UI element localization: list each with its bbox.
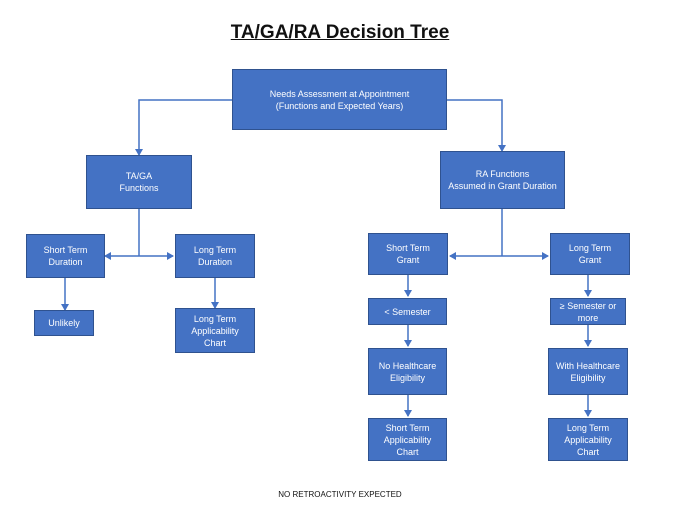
node-ra-short-chart: Short Term Applicability Chart: [368, 418, 447, 461]
edge-root-taga: [135, 99, 232, 156]
node-ra-more-semester: ≥ Semester or more: [550, 298, 626, 325]
node-taga-long-chart: Long Term Applicability Chart: [175, 308, 255, 353]
node-ra-long-grant: Long Term Grant: [550, 233, 630, 275]
node-ra-no-healthcare: No Healthcare Eligibility: [368, 348, 447, 395]
page-title: TA/GA/RA Decision Tree: [230, 22, 450, 43]
node-taga-unlikely: Unlikely: [34, 310, 94, 336]
node-ra-with-healthcare: With Healthcare Eligibility: [548, 348, 628, 395]
node-ra-long-chart: Long Term Applicability Chart: [548, 418, 628, 461]
footer-note: NO RETROACTIVITY EXPECTED: [278, 490, 402, 499]
node-ra-short-grant: Short Term Grant: [368, 233, 448, 275]
node-taga-functions: TA/GA Functions: [86, 155, 192, 209]
node-ra-less-semester: < Semester: [368, 298, 447, 325]
node-ra-functions: RA Functions Assumed in Grant Duration: [440, 151, 565, 209]
node-taga-long-term: Long Term Duration: [175, 234, 255, 278]
node-taga-short-term: Short Term Duration: [26, 234, 105, 278]
node-needs-assessment: Needs Assessment at Appointment (Functio…: [232, 69, 447, 130]
edge-root-ra: [447, 99, 506, 152]
